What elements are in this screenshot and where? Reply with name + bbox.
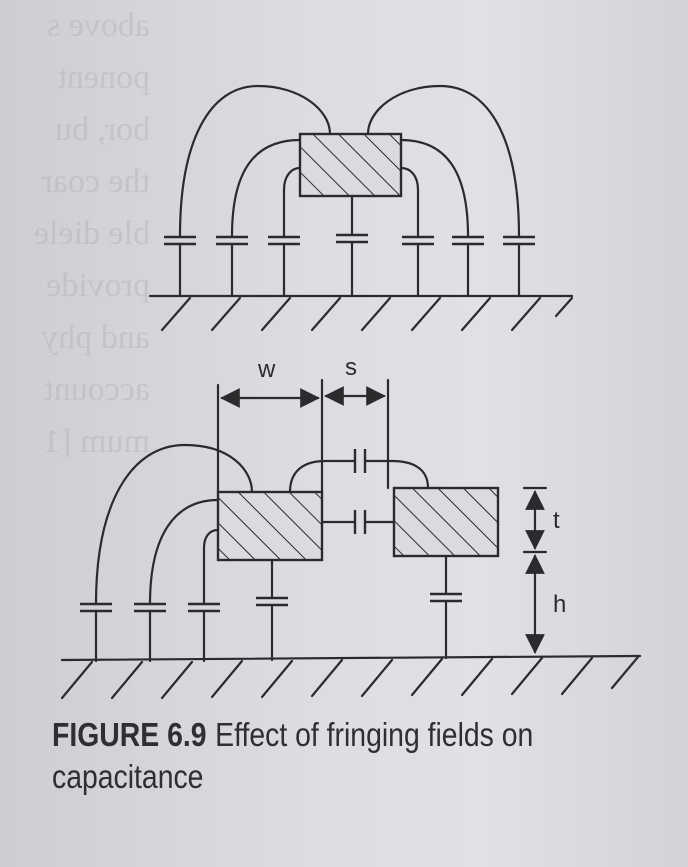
- figure-caption-text: Effect of fringing fields on capacitance: [52, 716, 534, 795]
- dimension-t-h: t h: [522, 486, 566, 654]
- dimension-t-label: t: [553, 507, 560, 534]
- field-line-outer-left-b: [94, 443, 254, 606]
- capacitor-symbols-top: [164, 233, 535, 298]
- top-diagram-single-conductor: [148, 84, 574, 332]
- field-line-outer-right: [366, 84, 521, 238]
- ground-hatch-top: [160, 296, 574, 332]
- conductor-right-hatching: [395, 489, 497, 555]
- field-line-middle-left-b: [148, 498, 220, 606]
- capacitor-symbols-bottom: [80, 592, 462, 663]
- field-line-outer-left: [178, 84, 332, 238]
- field-line-middle-right: [399, 138, 470, 238]
- ground-plane-bottom: [60, 654, 642, 662]
- dimension-h-label: h: [553, 591, 566, 618]
- field-line-inner-left: [282, 166, 302, 238]
- field-line-inner-left-b: [202, 528, 220, 606]
- bottom-diagram-two-conductors: w s t h: [60, 354, 642, 700]
- ground-hatch-bottom: [60, 655, 640, 700]
- dimension-w-s: w s: [216, 354, 390, 494]
- dimension-w-label: w: [257, 356, 276, 383]
- figure-number: FIGURE 6.9: [52, 716, 207, 753]
- coupling-arc-left: [288, 459, 357, 494]
- coupling-arc-right: [364, 459, 430, 490]
- field-line-inner-right: [399, 166, 420, 238]
- conductor-hatching-top: [301, 135, 400, 195]
- field-line-middle-left: [230, 138, 302, 238]
- dimension-s-label: s: [345, 354, 357, 381]
- conductor-left-hatching: [219, 493, 321, 559]
